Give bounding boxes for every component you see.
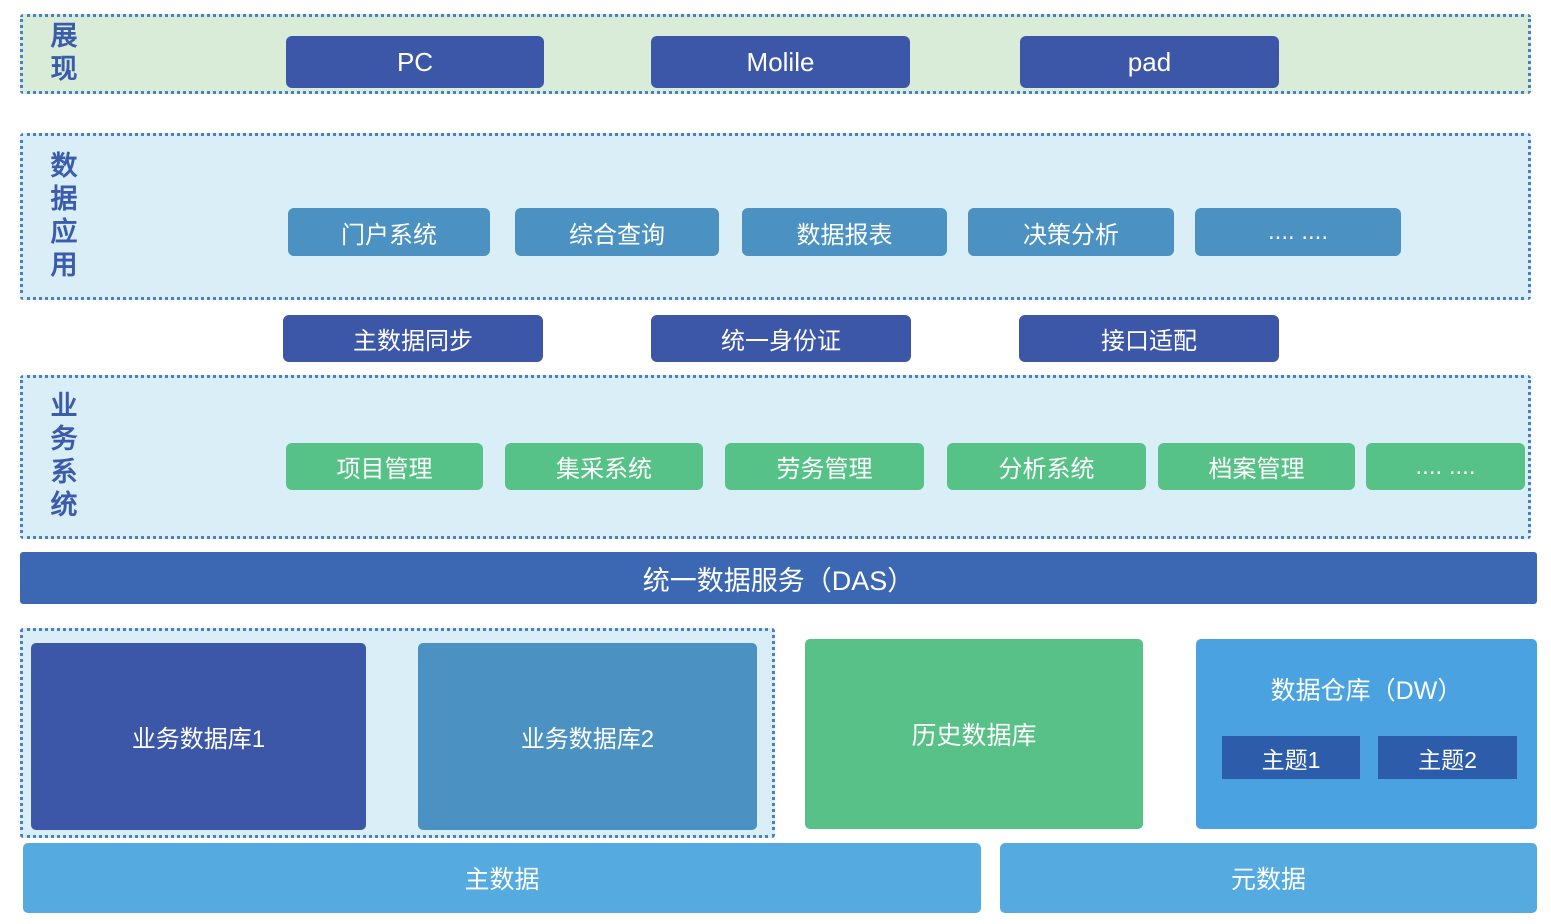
- unified-data-service-bar: 统一数据服务（DAS）: [20, 552, 1537, 604]
- node-metadata: 元数据: [1000, 843, 1537, 913]
- node-archive-management: 档案管理: [1158, 443, 1355, 490]
- data-warehouse-title: 数据仓库（DW）: [1270, 677, 1463, 705]
- node-theme-2: 主题2: [1378, 736, 1517, 779]
- presentation-layer-label: 展现: [46, 21, 77, 87]
- node-project-management: 项目管理: [286, 443, 483, 490]
- node-master-data-sync: 主数据同步: [283, 315, 543, 362]
- data-warehouse-panel: 数据仓库（DW） 主题1 主题2: [1196, 639, 1537, 829]
- node-comprehensive-query: 综合查询: [515, 208, 719, 256]
- node-decision-analysis: 决策分析: [968, 208, 1174, 256]
- node-mobile: Molile: [651, 36, 910, 88]
- data-application-layer-label: 数据应用: [46, 150, 77, 283]
- node-interface-adaptation: 接口适配: [1019, 315, 1279, 362]
- node-history-database: 历史数据库: [805, 639, 1143, 829]
- business-systems-layer-label: 业务系统: [46, 391, 77, 523]
- presentation-layer: 展现 PC Molile pad: [20, 14, 1531, 94]
- business-database-group: 业务数据库1 业务数据库2: [20, 628, 775, 838]
- node-pc: PC: [286, 36, 544, 88]
- node-data-report: 数据报表: [742, 208, 947, 256]
- node-portal-system: 门户系统: [288, 208, 490, 256]
- node-business-ellipsis: .... ....: [1366, 443, 1525, 490]
- node-business-database-2: 业务数据库2: [418, 643, 757, 830]
- node-labor-management: 劳务管理: [725, 443, 924, 490]
- node-analysis-system: 分析系统: [947, 443, 1146, 490]
- data-application-layer: 数据应用 门户系统 综合查询 数据报表 决策分析 .... ....: [20, 133, 1531, 300]
- node-pad: pad: [1020, 36, 1279, 88]
- node-procurement-system: 集采系统: [505, 443, 703, 490]
- node-business-database-1: 业务数据库1: [31, 643, 366, 830]
- node-app-ellipsis: .... ....: [1195, 208, 1401, 256]
- node-unified-identity: 统一身份证: [651, 315, 911, 362]
- business-systems-layer: 业务系统 项目管理 集采系统 劳务管理 分析系统 档案管理 .... ....: [20, 375, 1531, 539]
- node-theme-1: 主题1: [1222, 736, 1360, 779]
- node-master-data: 主数据: [23, 843, 981, 913]
